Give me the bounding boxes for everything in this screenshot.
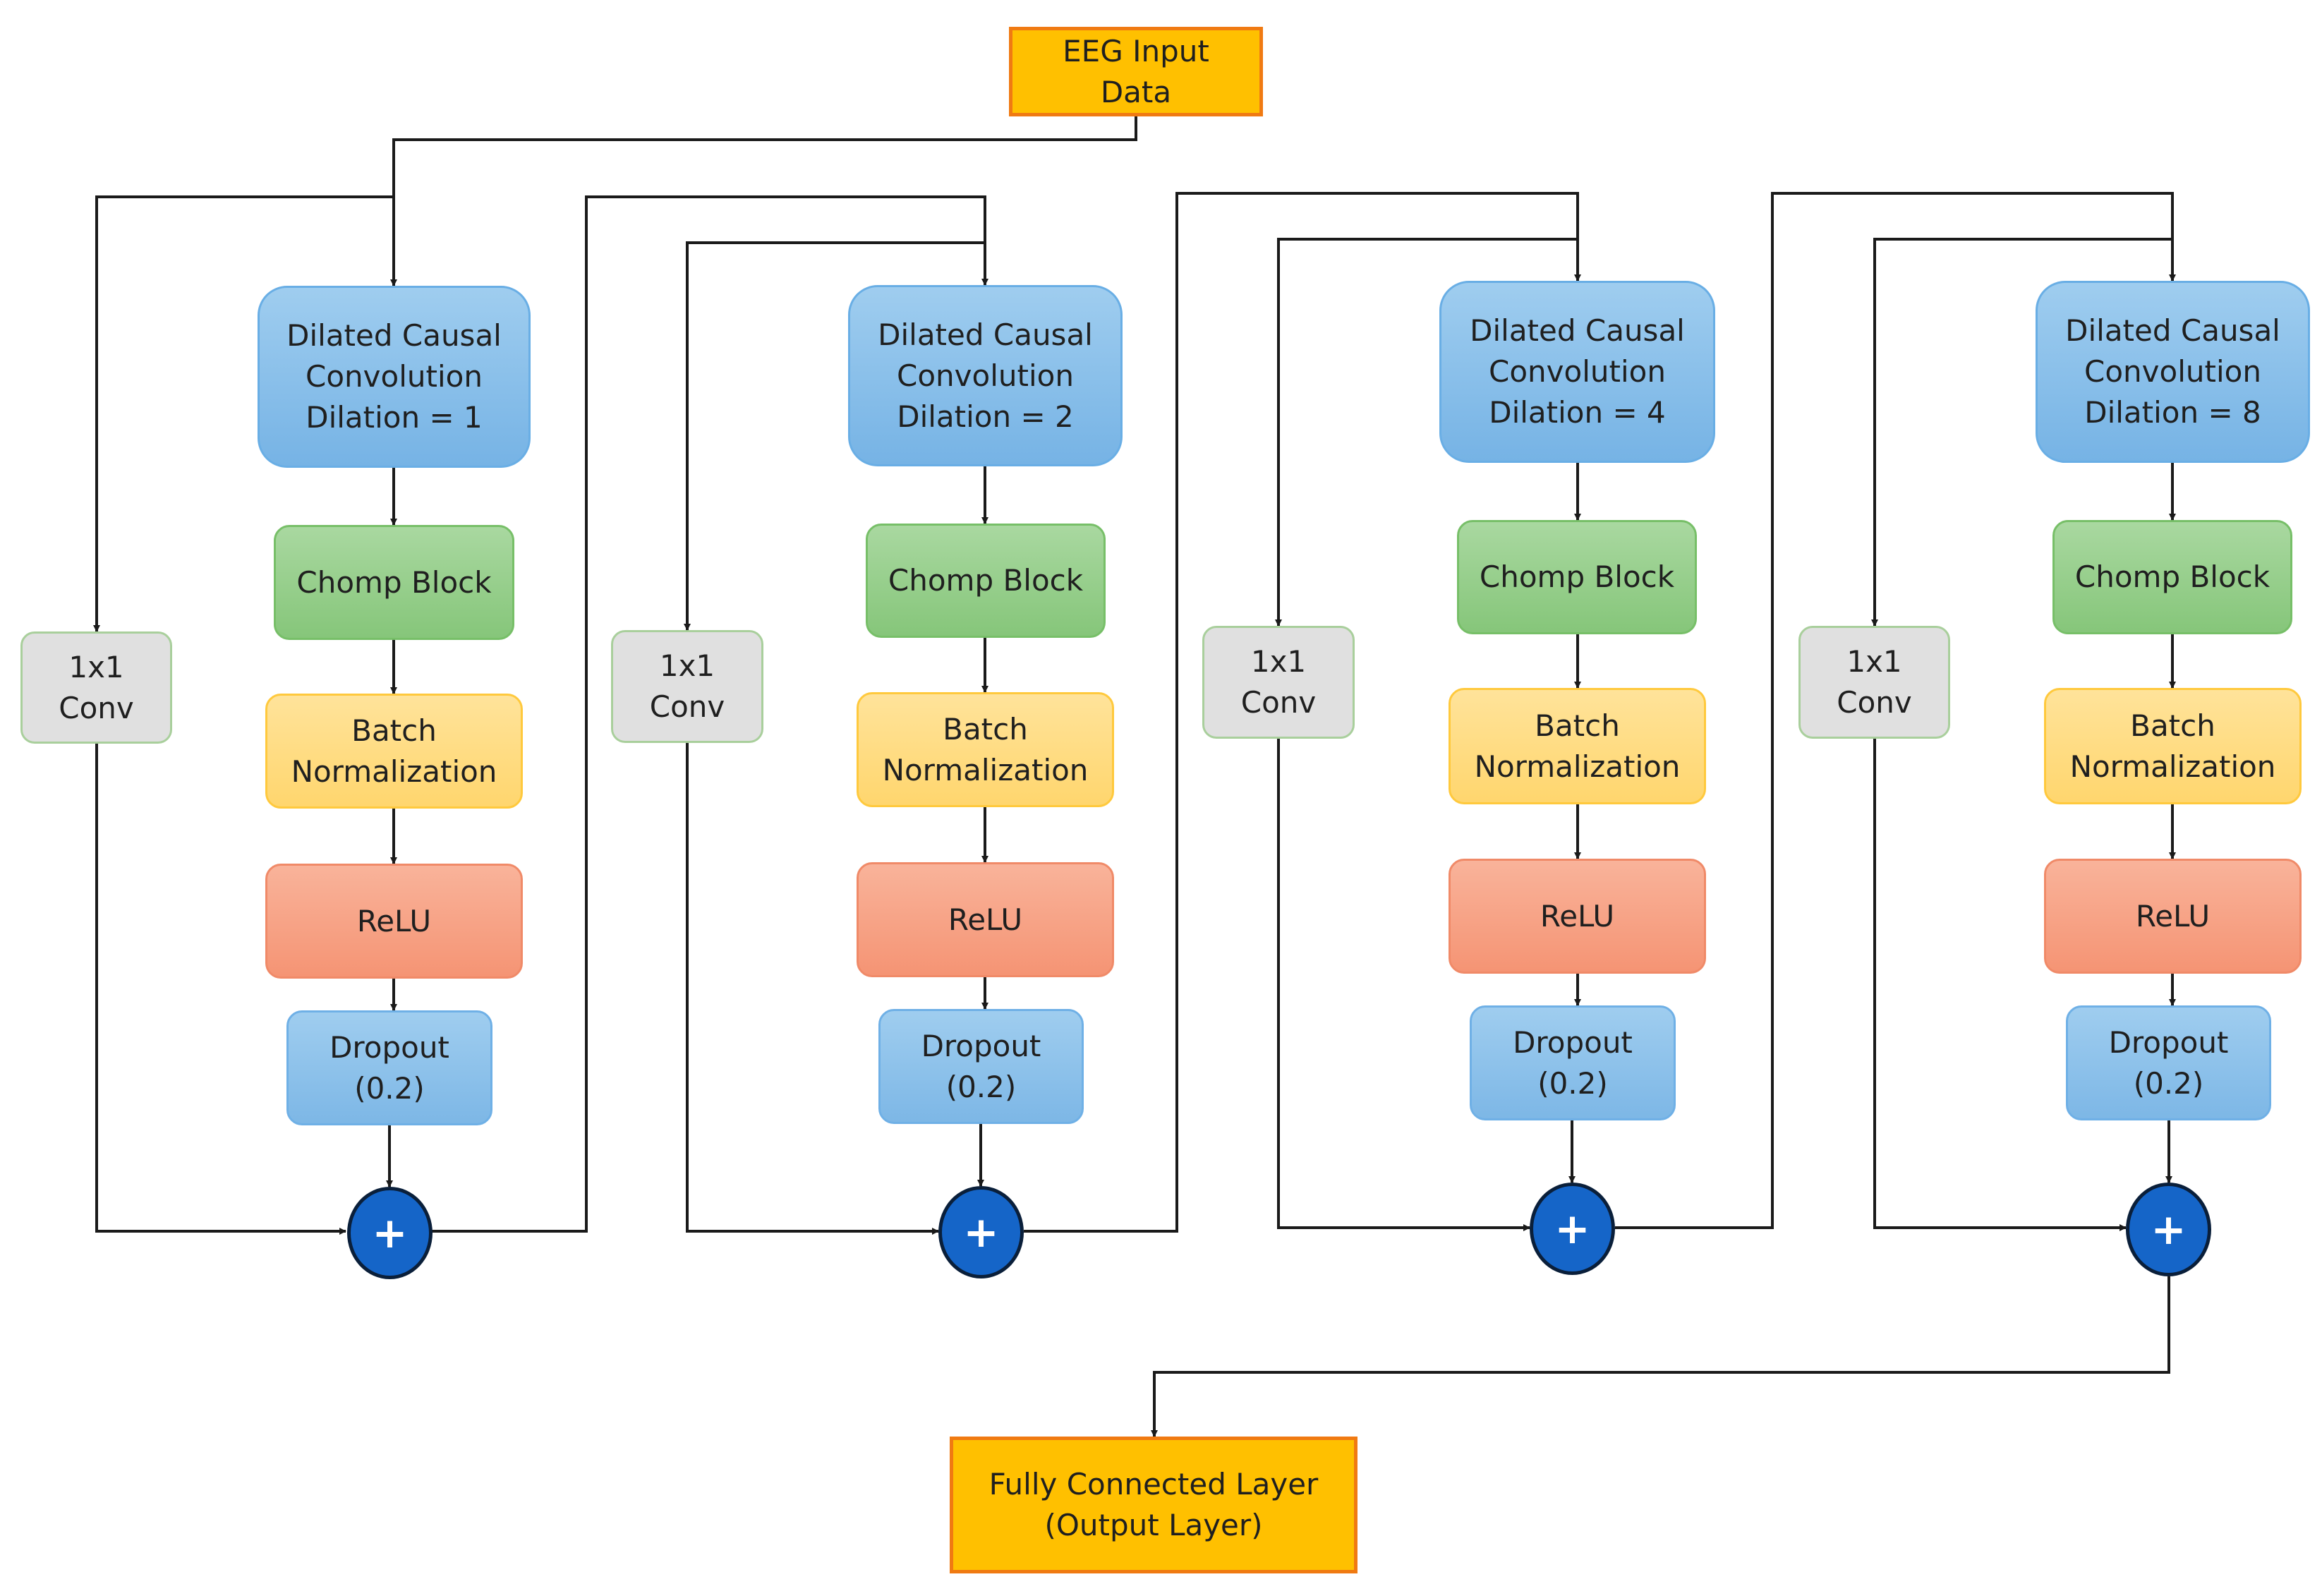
dropout-2-line2: (0.2)	[945, 1069, 1017, 1104]
wire-b3-skip-sum	[1277, 739, 1530, 1231]
wire-b3-sum-to-b4	[1615, 192, 2176, 1229]
dropout-4-line1: Dropout	[2108, 1024, 2229, 1060]
residual-sum-node-4: +	[2126, 1183, 2211, 1276]
residual-sum-node-1: +	[347, 1187, 433, 1279]
dilated-conv-3-line1: Dilated Causal	[1470, 313, 1685, 348]
onexone-conv-box-3: 1x1 Conv	[1202, 626, 1355, 739]
batch-norm-1-line1: Batch	[351, 713, 437, 748]
dropout-1-line2: (0.2)	[354, 1070, 425, 1106]
onexone-conv-2-line2: Conv	[649, 689, 725, 724]
wire-input-to-block-1	[390, 116, 1137, 286]
dropout-2-line1: Dropout	[921, 1028, 1041, 1063]
chomp-block-4: Chomp Block	[2052, 520, 2292, 634]
output-label-line1: Fully Connected Layer	[988, 1467, 1319, 1501]
dilated-conv-4-line3: Dilation = 8	[2084, 395, 2261, 430]
chomp-block-1-label: Chomp Block	[296, 564, 492, 600]
residual-sum-node-2: +	[938, 1186, 1024, 1278]
onexone-conv-box-1: 1x1 Conv	[20, 631, 172, 744]
onexone-conv-1-line2: Conv	[59, 690, 134, 725]
onexone-conv-4-line2: Conv	[1837, 685, 1912, 720]
wire-b2-skip-sum	[686, 743, 939, 1235]
chomp-block-3-label: Chomp Block	[1479, 560, 1675, 594]
residual-sum-node-3: +	[1530, 1183, 1615, 1275]
wire-b1-skip-sum	[95, 744, 346, 1235]
dilated-conv-1-line3: Dilation = 1	[306, 400, 483, 435]
relu-box-3: ReLU	[1449, 859, 1706, 974]
eeg-input-label-line2: Data	[1100, 74, 1172, 109]
wire-skip-branch-4	[1871, 238, 2172, 627]
dilated-conv-box-1: Dilated Causal Convolution Dilation = 1	[258, 286, 531, 468]
batch-norm-box-1: Batch Normalization	[265, 694, 523, 809]
dilated-conv-2-line3: Dilation = 2	[897, 399, 1074, 434]
batch-norm-4-line2: Normalization	[2069, 749, 2276, 784]
relu-1-label: ReLU	[356, 903, 432, 938]
relu-2-label: ReLU	[948, 902, 1023, 937]
wire-b4-skip-sum	[1873, 739, 2127, 1231]
dropout-1-line1: Dropout	[329, 1029, 449, 1065]
relu-box-1: ReLU	[265, 864, 523, 979]
chomp-block-1: Chomp Block	[274, 525, 514, 640]
wire-skip-branch-3	[1275, 238, 1578, 627]
batch-norm-box-2: Batch Normalization	[857, 692, 1114, 807]
chomp-block-4-label: Chomp Block	[2074, 560, 2270, 594]
wire-skip-branch-1	[93, 195, 394, 632]
dilated-conv-3-line2: Convolution	[1489, 354, 1666, 389]
wire-b1-sum-to-b2	[431, 195, 988, 1233]
relu-box-2: ReLU	[857, 862, 1114, 977]
batch-norm-3-line2: Normalization	[1474, 749, 1681, 784]
relu-box-4: ReLU	[2044, 859, 2302, 974]
dilated-conv-box-3: Dilated Causal Convolution Dilation = 4	[1439, 281, 1715, 463]
sum-1-symbol: +	[372, 1208, 408, 1258]
onexone-conv-1-line1: 1x1	[68, 649, 124, 684]
dropout-3-line1: Dropout	[1513, 1024, 1633, 1060]
wire-to-output	[1151, 1276, 2170, 1437]
relu-3-label: ReLU	[1540, 898, 1615, 933]
batch-norm-box-4: Batch Normalization	[2044, 688, 2302, 804]
dilated-conv-2-line1: Dilated Causal	[878, 317, 1093, 352]
sum-2-symbol: +	[963, 1207, 999, 1257]
dilated-conv-box-4: Dilated Causal Convolution Dilation = 8	[2036, 281, 2310, 463]
batch-norm-2-line1: Batch	[943, 711, 1028, 746]
chomp-block-3: Chomp Block	[1457, 520, 1697, 634]
onexone-conv-4-line1: 1x1	[1846, 644, 1902, 679]
chomp-block-2: Chomp Block	[866, 524, 1106, 638]
sum-3-symbol: +	[1554, 1204, 1590, 1254]
dilated-conv-1-line2: Convolution	[306, 359, 483, 394]
onexone-conv-box-2: 1x1 Conv	[611, 630, 763, 743]
chomp-block-2-label: Chomp Block	[888, 563, 1084, 598]
batch-norm-4-line1: Batch	[2130, 708, 2215, 743]
sum-4-symbol: +	[2151, 1204, 2187, 1255]
dropout-box-3: Dropout (0.2)	[1470, 1005, 1676, 1120]
batch-norm-1-line2: Normalization	[291, 754, 497, 789]
dilated-conv-4-line1: Dilated Causal	[2065, 313, 2280, 348]
batch-norm-3-line1: Batch	[1535, 708, 1620, 743]
fully-connected-output-box: Fully Connected Layer (Output Layer)	[950, 1437, 1357, 1573]
eeg-input-label-line1: EEG Input	[1063, 33, 1209, 68]
dilated-conv-box-2: Dilated Causal Convolution Dilation = 2	[848, 285, 1123, 466]
output-label-line2: (Output Layer)	[1044, 1508, 1263, 1542]
wire-skip-branch-2	[684, 241, 985, 631]
eeg-input-box: EEG Input Data	[1009, 27, 1263, 116]
wire-b2-sum-to-b3	[1024, 192, 1581, 1233]
dropout-4-line2: (0.2)	[2133, 1065, 2204, 1101]
relu-4-label: ReLU	[2135, 898, 2211, 933]
onexone-conv-box-4: 1x1 Conv	[1798, 626, 1950, 739]
batch-norm-2-line2: Normalization	[882, 752, 1089, 787]
dropout-box-2: Dropout (0.2)	[878, 1009, 1084, 1124]
dropout-box-4: Dropout (0.2)	[2066, 1005, 2271, 1120]
onexone-conv-3-line1: 1x1	[1250, 644, 1307, 679]
dilated-conv-3-line3: Dilation = 4	[1489, 395, 1666, 430]
dilated-conv-1-line1: Dilated Causal	[286, 318, 502, 353]
onexone-conv-2-line1: 1x1	[659, 648, 715, 683]
dilated-conv-2-line2: Convolution	[897, 358, 1074, 393]
onexone-conv-3-line2: Conv	[1240, 685, 1317, 720]
dropout-box-1: Dropout (0.2)	[286, 1010, 492, 1125]
dropout-3-line2: (0.2)	[1537, 1065, 1608, 1101]
batch-norm-box-3: Batch Normalization	[1449, 688, 1706, 804]
dilated-conv-4-line2: Convolution	[2084, 354, 2261, 389]
